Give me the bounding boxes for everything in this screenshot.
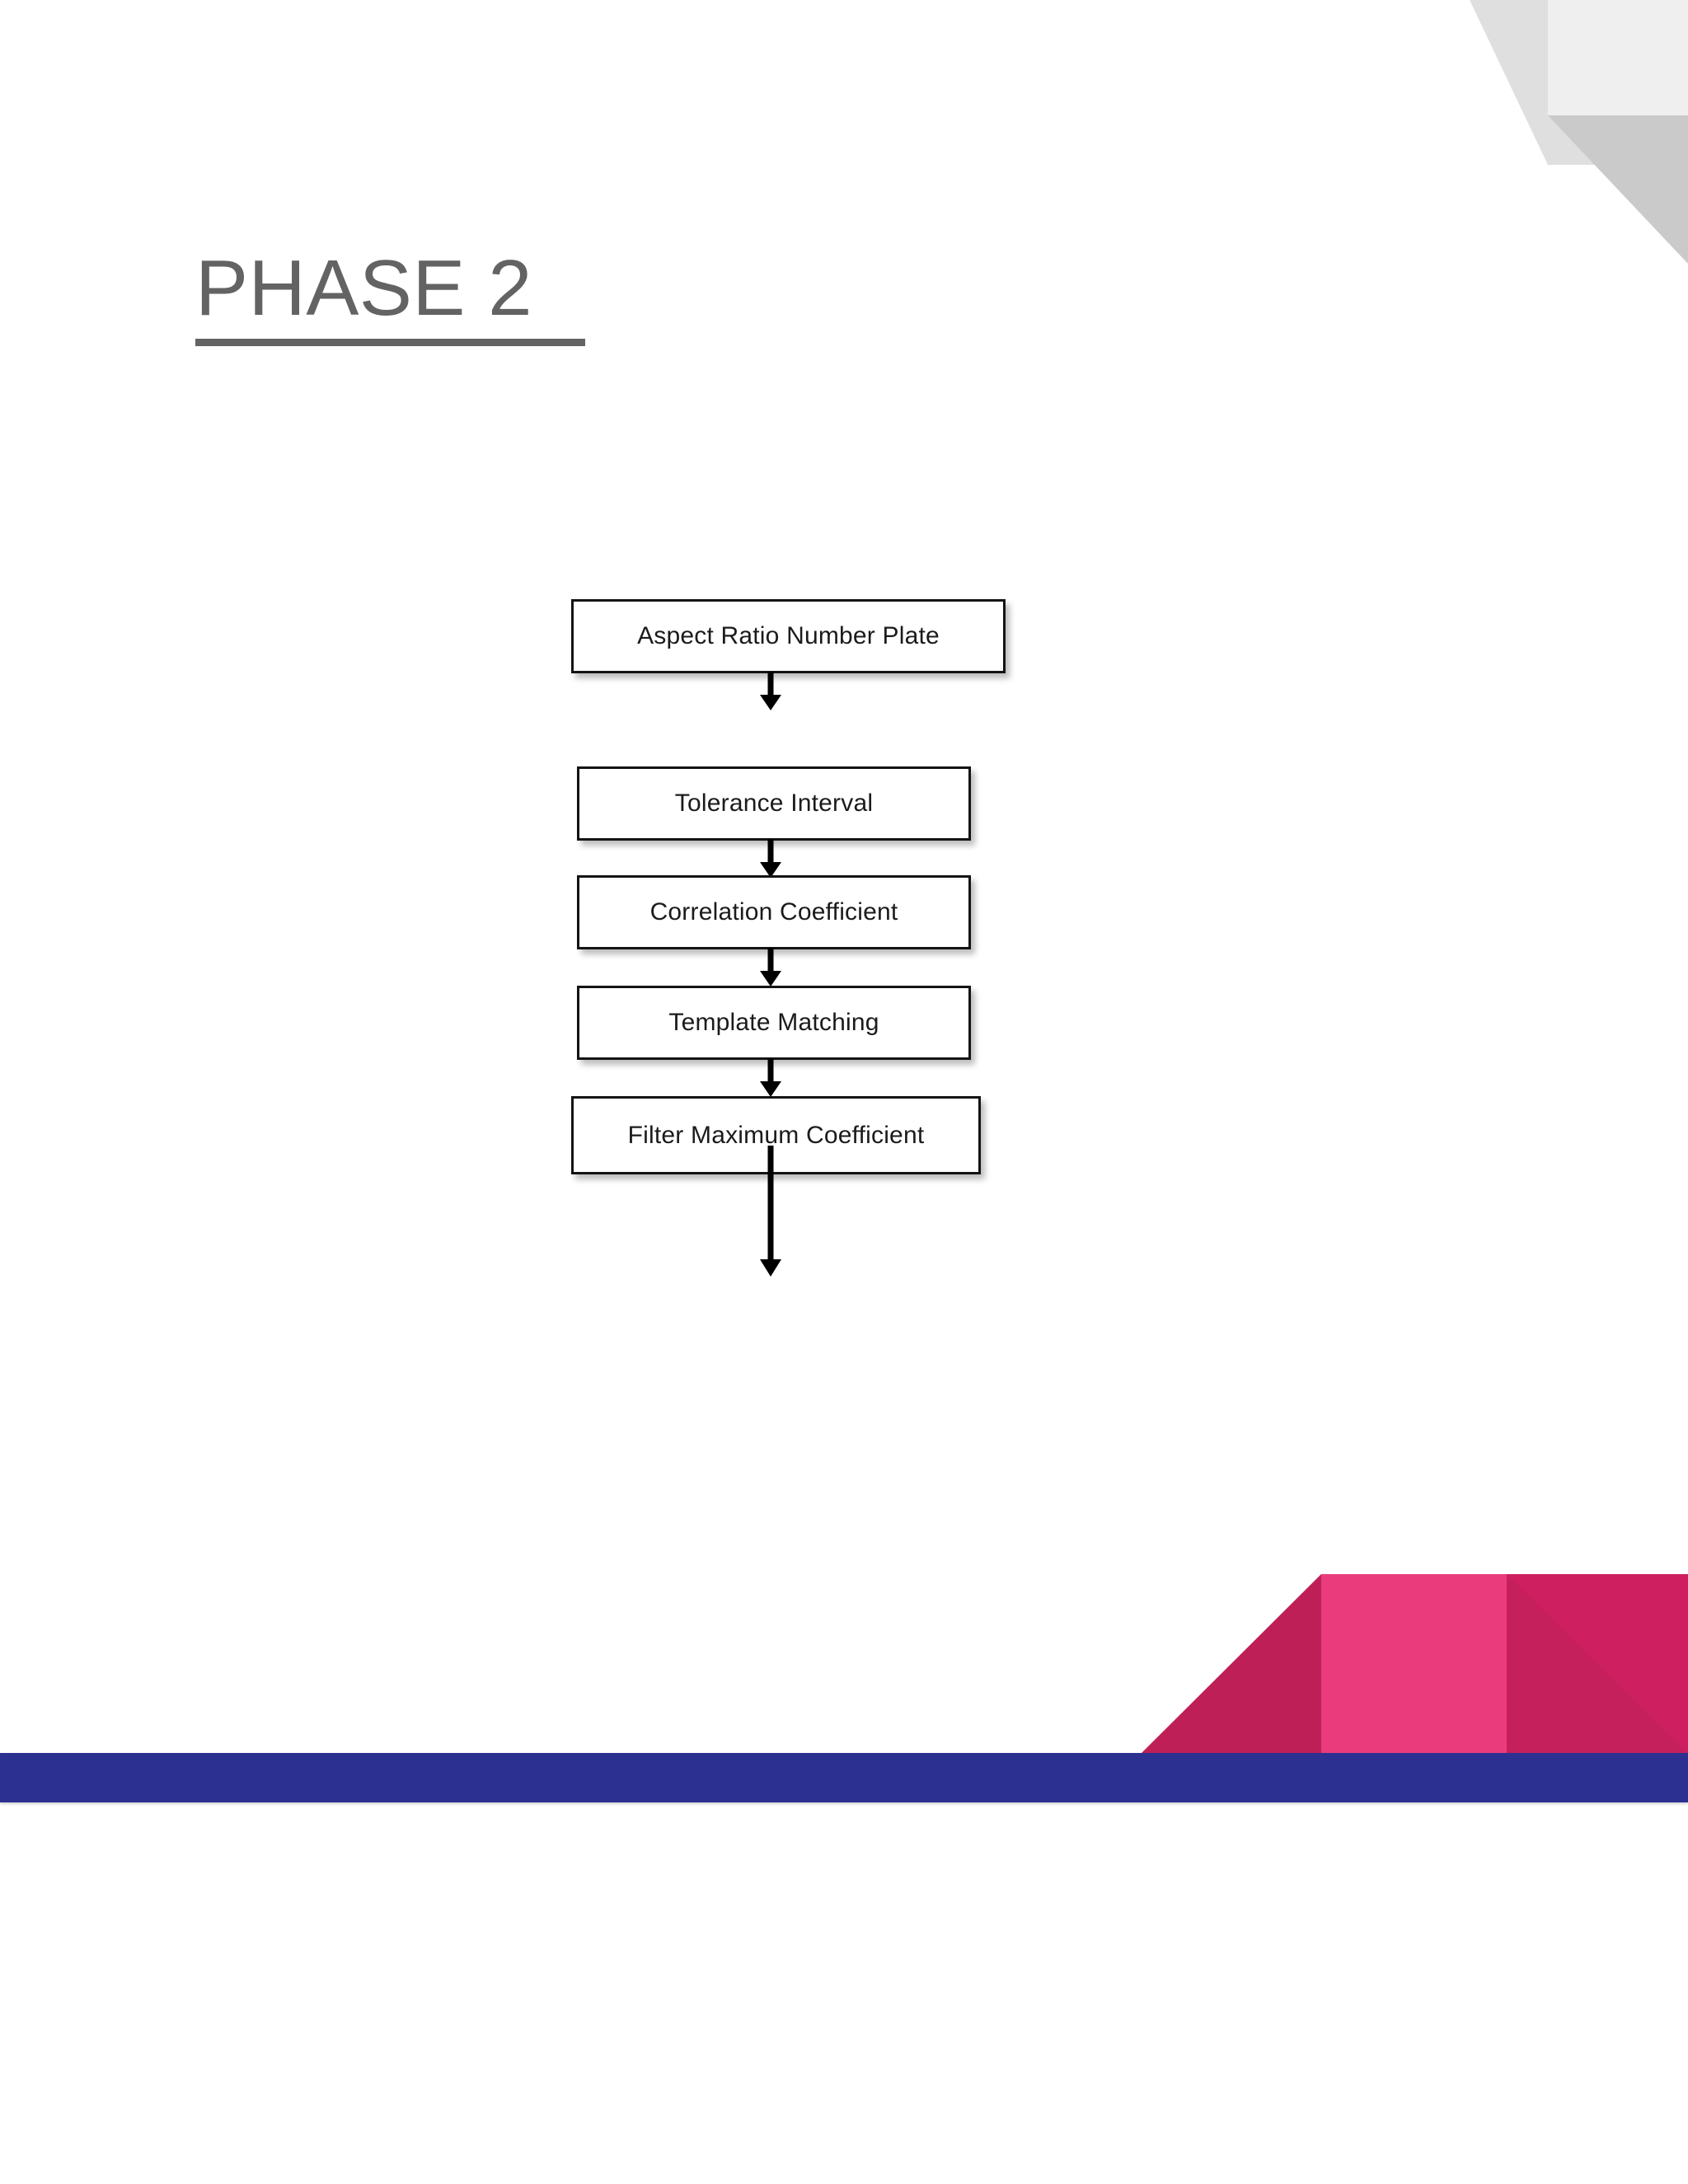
corner-triangle-mid-gray bbox=[1548, 115, 1688, 264]
page-title: PHASE 2 bbox=[195, 244, 533, 332]
flow-node-label: Filter Maximum Coefficient bbox=[627, 1121, 925, 1149]
pink-triangle-dark bbox=[1142, 1574, 1321, 1753]
flow-arrow-down-4 bbox=[758, 1058, 783, 1098]
page-title-block: PHASE 2 bbox=[195, 244, 585, 346]
flow-arrow-down-exit bbox=[758, 1146, 783, 1277]
flow-node-filter-maximum-coefficient[interactable]: Filter Maximum Coefficient bbox=[571, 1096, 981, 1174]
footer-band bbox=[0, 1753, 1688, 1802]
flow-node-tolerance-interval[interactable]: Tolerance Interval bbox=[577, 766, 971, 841]
top-right-corner-decoration bbox=[1309, 0, 1688, 264]
flow-node-correlation-coefficient[interactable]: Correlation Coefficient bbox=[577, 875, 971, 949]
pink-rect-bright bbox=[1321, 1574, 1507, 1753]
flow-node-label: Template Matching bbox=[668, 1009, 879, 1036]
title-underline-rule bbox=[195, 338, 585, 346]
flow-arrow-down-1 bbox=[758, 672, 783, 711]
corner-rect-pale-gray bbox=[1548, 0, 1688, 115]
bottom-right-corner-decoration bbox=[1096, 1549, 1688, 1764]
flow-arrow-down-3 bbox=[758, 948, 783, 987]
flow-node-template-matching[interactable]: Template Matching bbox=[577, 986, 971, 1060]
pink-shadow-triangle bbox=[1507, 1574, 1688, 1753]
flow-arrow-down-2 bbox=[758, 839, 783, 879]
flow-node-label: Tolerance Interval bbox=[674, 790, 874, 817]
flow-node-aspect-ratio-number-plate[interactable]: Aspect Ratio Number Plate bbox=[571, 599, 1006, 673]
flow-node-label: Aspect Ratio Number Plate bbox=[637, 622, 940, 649]
flow-node-label: Correlation Coefficient bbox=[649, 898, 898, 926]
